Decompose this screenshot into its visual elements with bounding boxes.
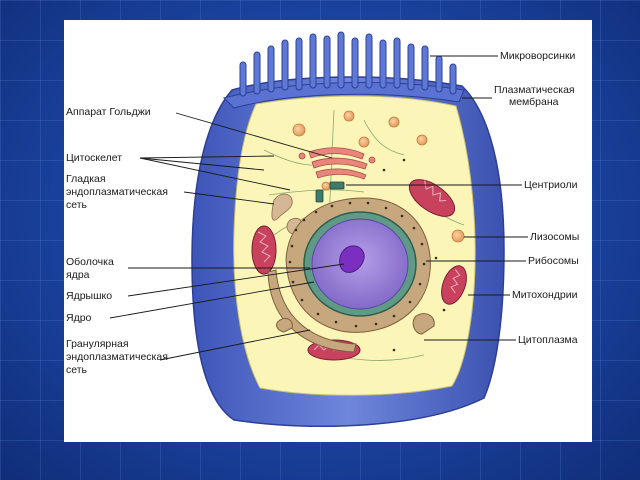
label-rough-er-3: сеть: [66, 364, 88, 376]
label-plasma-membrane-2: мембрана: [509, 96, 559, 108]
lysosomes-group: [292, 110, 465, 243]
label-lysosomes: Лизосомы: [530, 231, 580, 243]
label-cytoplasm: Цитоплазма: [518, 334, 578, 346]
label-smooth-er-2: эндоплазматическая: [66, 186, 168, 198]
label-golgi: Аппарат Гольджи: [66, 106, 151, 118]
label-rough-er-1: Гранулярная: [66, 338, 129, 350]
label-nucleolus: Ядрышко: [66, 290, 113, 302]
slide-canvas: Микроворсинки Плазматическая мембрана Ап…: [64, 20, 592, 442]
label-rough-er-2: эндоплазматическая: [66, 351, 168, 363]
label-centrioles: Центриоли: [524, 179, 578, 191]
label-nuclear-envelope-2: ядра: [66, 269, 90, 281]
ribosome-dots: [288, 158, 446, 352]
nucleolus: [339, 245, 365, 273]
microvilli-group: [239, 31, 457, 97]
label-nucleus: Ядро: [66, 312, 92, 324]
mitochondrion: [441, 265, 467, 305]
golgi-apparatus: [298, 147, 376, 180]
label-smooth-er-1: Гладкая: [66, 173, 106, 185]
label-cytoskeleton: Цитоскелет: [66, 152, 123, 164]
mitochondrion: [408, 179, 456, 217]
label-nuclear-envelope-1: Оболочка: [66, 256, 114, 268]
label-mitochondria: Митохондрии: [512, 289, 578, 301]
label-leader-lines: [109, 55, 528, 361]
label-microvilli: Микроворсинки: [500, 50, 576, 62]
centrioles: [315, 181, 345, 203]
label-ribosomes: Рибосомы: [528, 255, 579, 267]
label-plasma-membrane-1: Плазматическая: [494, 84, 575, 96]
mitochondrion: [251, 225, 277, 275]
label-smooth-er-3: сеть: [66, 199, 88, 211]
cell-diagram: [109, 31, 528, 428]
